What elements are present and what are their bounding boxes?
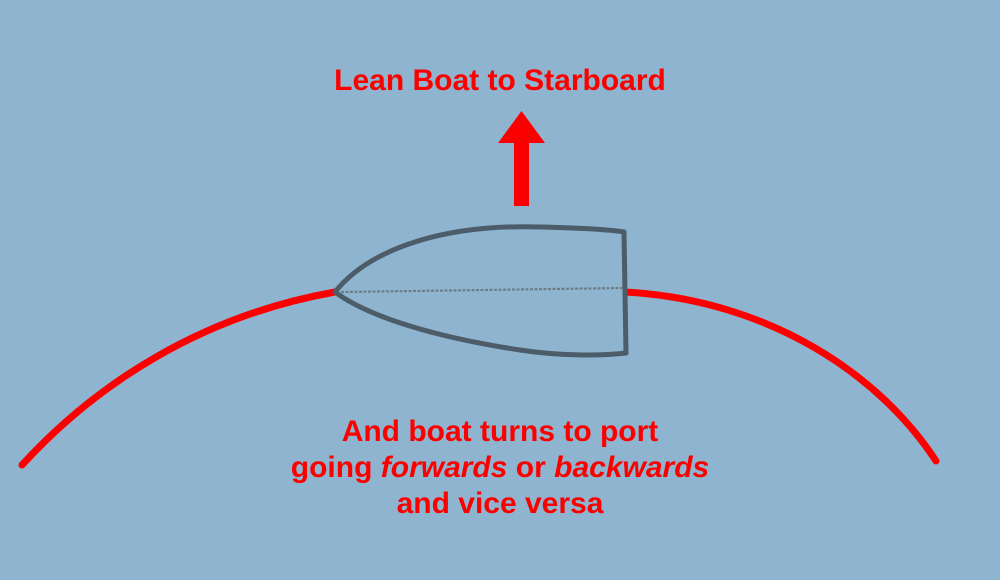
result-line-2-middle: or xyxy=(507,451,555,484)
result-line-3: and vice versa xyxy=(396,487,604,520)
result-line-2: going forwards or backwards xyxy=(0,450,1000,486)
hull-centerline xyxy=(340,286,624,294)
result-line-2-prefix: going xyxy=(290,451,381,484)
title-caption: Lean Boat to Starboard xyxy=(334,64,666,97)
lean-arrow xyxy=(498,111,545,206)
result-caption: And boat turns to port going forwards or… xyxy=(0,414,1000,522)
lean-arrow-shaft xyxy=(514,140,529,206)
result-line-2-emphasis-backwards: backwards xyxy=(554,451,710,484)
lean-arrow-head xyxy=(498,111,545,143)
result-line-1: And boat turns to port xyxy=(341,415,659,448)
result-line-2-emphasis-forwards: forwards xyxy=(380,451,508,484)
